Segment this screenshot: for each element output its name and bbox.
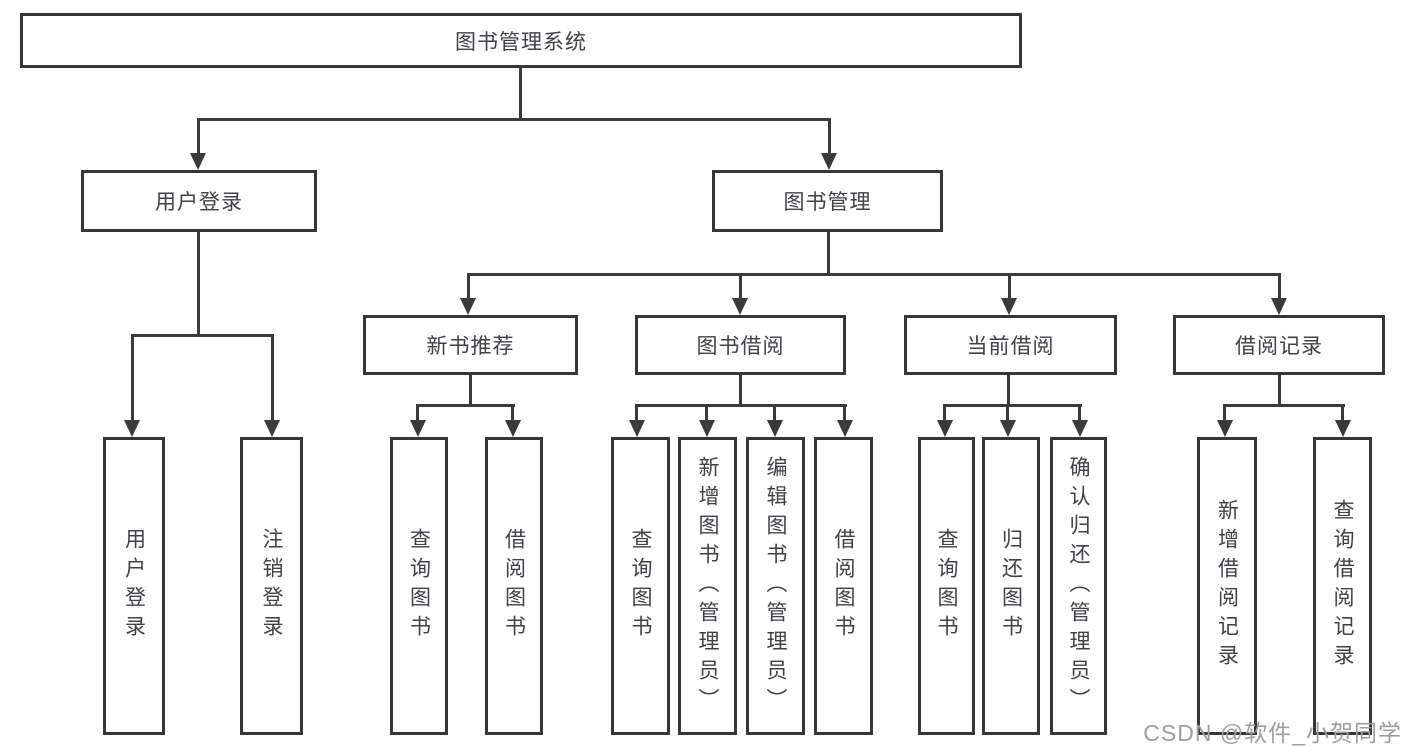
arrow-down-icon	[1072, 420, 1088, 437]
arrow-down-icon	[732, 298, 748, 315]
leaf-return-books: 归还图书	[982, 437, 1040, 735]
connector-hline	[417, 404, 515, 407]
node-book-borrow-label: 图书借阅	[696, 335, 785, 358]
leaf-borrow-books-label: 借阅图书	[832, 528, 855, 644]
node-borrow-records: 借阅记录	[1173, 315, 1385, 375]
leaf-confirm-return-admin: 确认归还（管理员）	[1050, 437, 1107, 735]
leaf-query-books-current: 查询图书	[918, 437, 975, 735]
connector-vline	[773, 404, 776, 422]
leaf-borrow-books-recommend: 借阅图书	[485, 437, 543, 735]
connector-vline	[197, 232, 200, 336]
node-current-borrow-label: 当前借阅	[966, 335, 1055, 358]
leaf-return-books-label: 归还图书	[999, 528, 1023, 644]
node-borrow-records-label: 借阅记录	[1235, 335, 1323, 358]
arrow-down-icon	[699, 420, 715, 437]
leaf-add-borrow-record-label: 新增借阅记录	[1215, 499, 1239, 673]
arrow-down-icon	[821, 153, 837, 170]
leaf-query-books-borrow: 查询图书	[611, 437, 670, 735]
arrow-down-icon	[1001, 298, 1017, 315]
node-book-management: 图书管理	[712, 170, 943, 232]
connector-hline	[1224, 404, 1345, 407]
leaf-user-login: 用户登录	[103, 437, 165, 735]
leaf-add-books-admin: 新增图书（管理员）	[678, 437, 737, 735]
leaf-query-books-recommend: 查询图书	[390, 437, 448, 735]
connector-hline	[467, 273, 1281, 276]
node-current-borrow: 当前借阅	[904, 315, 1117, 375]
connector-vline	[843, 404, 846, 422]
node-root-label: 图书管理系统	[455, 30, 587, 54]
node-user-login: 用户登录	[81, 170, 317, 232]
node-new-book-recommend-label: 新书推荐	[426, 335, 515, 358]
connector-vline	[1006, 404, 1009, 422]
connector-hline	[636, 404, 847, 407]
leaf-edit-books-admin: 编辑图书（管理员）	[746, 437, 805, 735]
leaf-add-borrow-record: 新增借阅记录	[1197, 437, 1257, 735]
arrow-down-icon	[264, 420, 280, 437]
leaf-borrow-books-recommend-label: 借阅图书	[502, 528, 526, 644]
connector-vline	[635, 404, 638, 422]
leaf-confirm-return-admin-label: 确认归还（管理员）	[1067, 455, 1090, 717]
arrow-down-icon	[1271, 298, 1287, 315]
leaf-query-books-recommend-label: 查询图书	[407, 528, 431, 644]
connector-vline	[705, 404, 708, 422]
arrow-down-icon	[837, 420, 853, 437]
connector-vline	[1278, 375, 1281, 407]
connector-vline	[1341, 404, 1344, 422]
arrow-down-icon	[767, 420, 783, 437]
arrow-down-icon	[1217, 420, 1233, 437]
connector-hline	[131, 334, 274, 337]
arrow-down-icon	[629, 420, 645, 437]
connector-vline	[739, 375, 742, 407]
arrow-down-icon	[1335, 420, 1351, 437]
connector-vline	[469, 375, 472, 407]
connector-vline	[1078, 404, 1081, 422]
connector-hline	[944, 404, 1082, 407]
connector-vline	[1223, 404, 1226, 422]
connector-vline	[1008, 273, 1011, 301]
connector-vline	[827, 232, 830, 276]
connector-vline	[519, 68, 522, 120]
connector-vline	[197, 118, 200, 155]
arrow-down-icon	[190, 153, 206, 170]
connector-vline	[416, 404, 419, 422]
connector-vline	[131, 334, 134, 422]
connector-vline	[511, 404, 514, 422]
leaf-query-borrow-record: 查询借阅记录	[1313, 437, 1372, 735]
connector-vline	[271, 334, 274, 422]
leaf-add-books-admin-label: 新增图书（管理员）	[696, 455, 719, 717]
arrow-down-icon	[460, 298, 476, 315]
leaf-query-books-current-label: 查询图书	[935, 528, 958, 644]
leaf-logout-label: 注销登录	[260, 528, 283, 644]
node-book-borrow: 图书借阅	[635, 315, 846, 375]
connector-hline	[197, 118, 831, 121]
connector-vline	[1007, 375, 1010, 407]
node-user-login-label: 用户登录	[155, 191, 243, 214]
node-root: 图书管理系统	[20, 13, 1022, 68]
arrow-down-icon	[124, 420, 140, 437]
arrow-down-icon	[505, 420, 521, 437]
leaf-borrow-books: 借阅图书	[814, 437, 873, 735]
watermark-text: CSDN @软件_小贺同学	[1143, 720, 1402, 746]
leaf-user-login-label: 用户登录	[122, 528, 146, 644]
arrow-down-icon	[937, 420, 953, 437]
leaf-edit-books-admin-label: 编辑图书（管理员）	[764, 455, 787, 717]
connector-vline	[943, 404, 946, 422]
leaf-logout: 注销登录	[240, 437, 303, 735]
connector-vline	[828, 118, 831, 155]
leaf-query-books-borrow-label: 查询图书	[629, 528, 652, 644]
leaf-query-borrow-record-label: 查询借阅记录	[1331, 499, 1354, 673]
arrow-down-icon	[1000, 420, 1016, 437]
connector-vline	[467, 273, 470, 301]
arrow-down-icon	[410, 420, 426, 437]
node-new-book-recommend: 新书推荐	[363, 315, 578, 375]
connector-vline	[739, 273, 742, 301]
node-book-management-label: 图书管理	[783, 191, 872, 214]
connector-vline	[1278, 273, 1281, 301]
